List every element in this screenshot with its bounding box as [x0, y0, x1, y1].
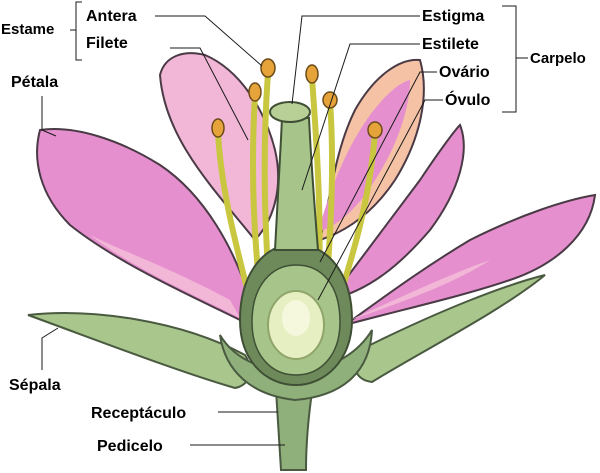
label-filete: Filete — [86, 35, 128, 52]
label-sepala: Sépala — [9, 377, 61, 394]
petal-front-right — [344, 193, 597, 326]
anther-3 — [260, 58, 276, 78]
anther-5 — [322, 91, 338, 109]
label-estigma: Estigma — [422, 8, 484, 25]
label-estame: Estame — [1, 21, 54, 38]
leader-antera — [155, 15, 263, 67]
label-estilete: Estilete — [422, 36, 479, 53]
label-pedicelo: Pedicelo — [97, 438, 163, 455]
bracket-carpelo — [502, 5, 528, 113]
leader-estigma — [291, 15, 420, 105]
leader-ovulo — [317, 99, 443, 301]
label-carpelo: Carpelo — [530, 50, 586, 67]
label-antera: Antera — [86, 8, 137, 25]
anther-2 — [248, 82, 262, 102]
petal-front-left — [36, 128, 252, 322]
leader-ovario — [319, 71, 437, 263]
label-receptaculo: Receptáculo — [91, 405, 186, 422]
petal-front-right-shade — [350, 260, 490, 320]
leader-sepala — [41, 327, 59, 370]
petal-back-right-inner — [318, 80, 410, 232]
leader-filete — [170, 47, 249, 141]
bracket-estame — [70, 1, 82, 61]
petal-center-right — [327, 123, 465, 302]
leader-estilete — [301, 43, 420, 191]
anther-4 — [305, 64, 319, 84]
stigma — [269, 101, 311, 123]
leader-lines — [41, 15, 443, 446]
pedicel — [274, 388, 314, 471]
label-petala: Pétala — [11, 74, 58, 91]
label-ovulo: Óvulo — [445, 90, 491, 109]
leader-petala — [41, 96, 57, 137]
ovule-highlight — [282, 300, 310, 336]
anther-1 — [211, 118, 225, 138]
label-ovario: Ovário — [439, 64, 490, 81]
anther-6 — [367, 121, 383, 139]
style — [273, 117, 320, 251]
petal-front-left-shade — [90, 235, 240, 318]
sepal-left — [27, 312, 252, 390]
